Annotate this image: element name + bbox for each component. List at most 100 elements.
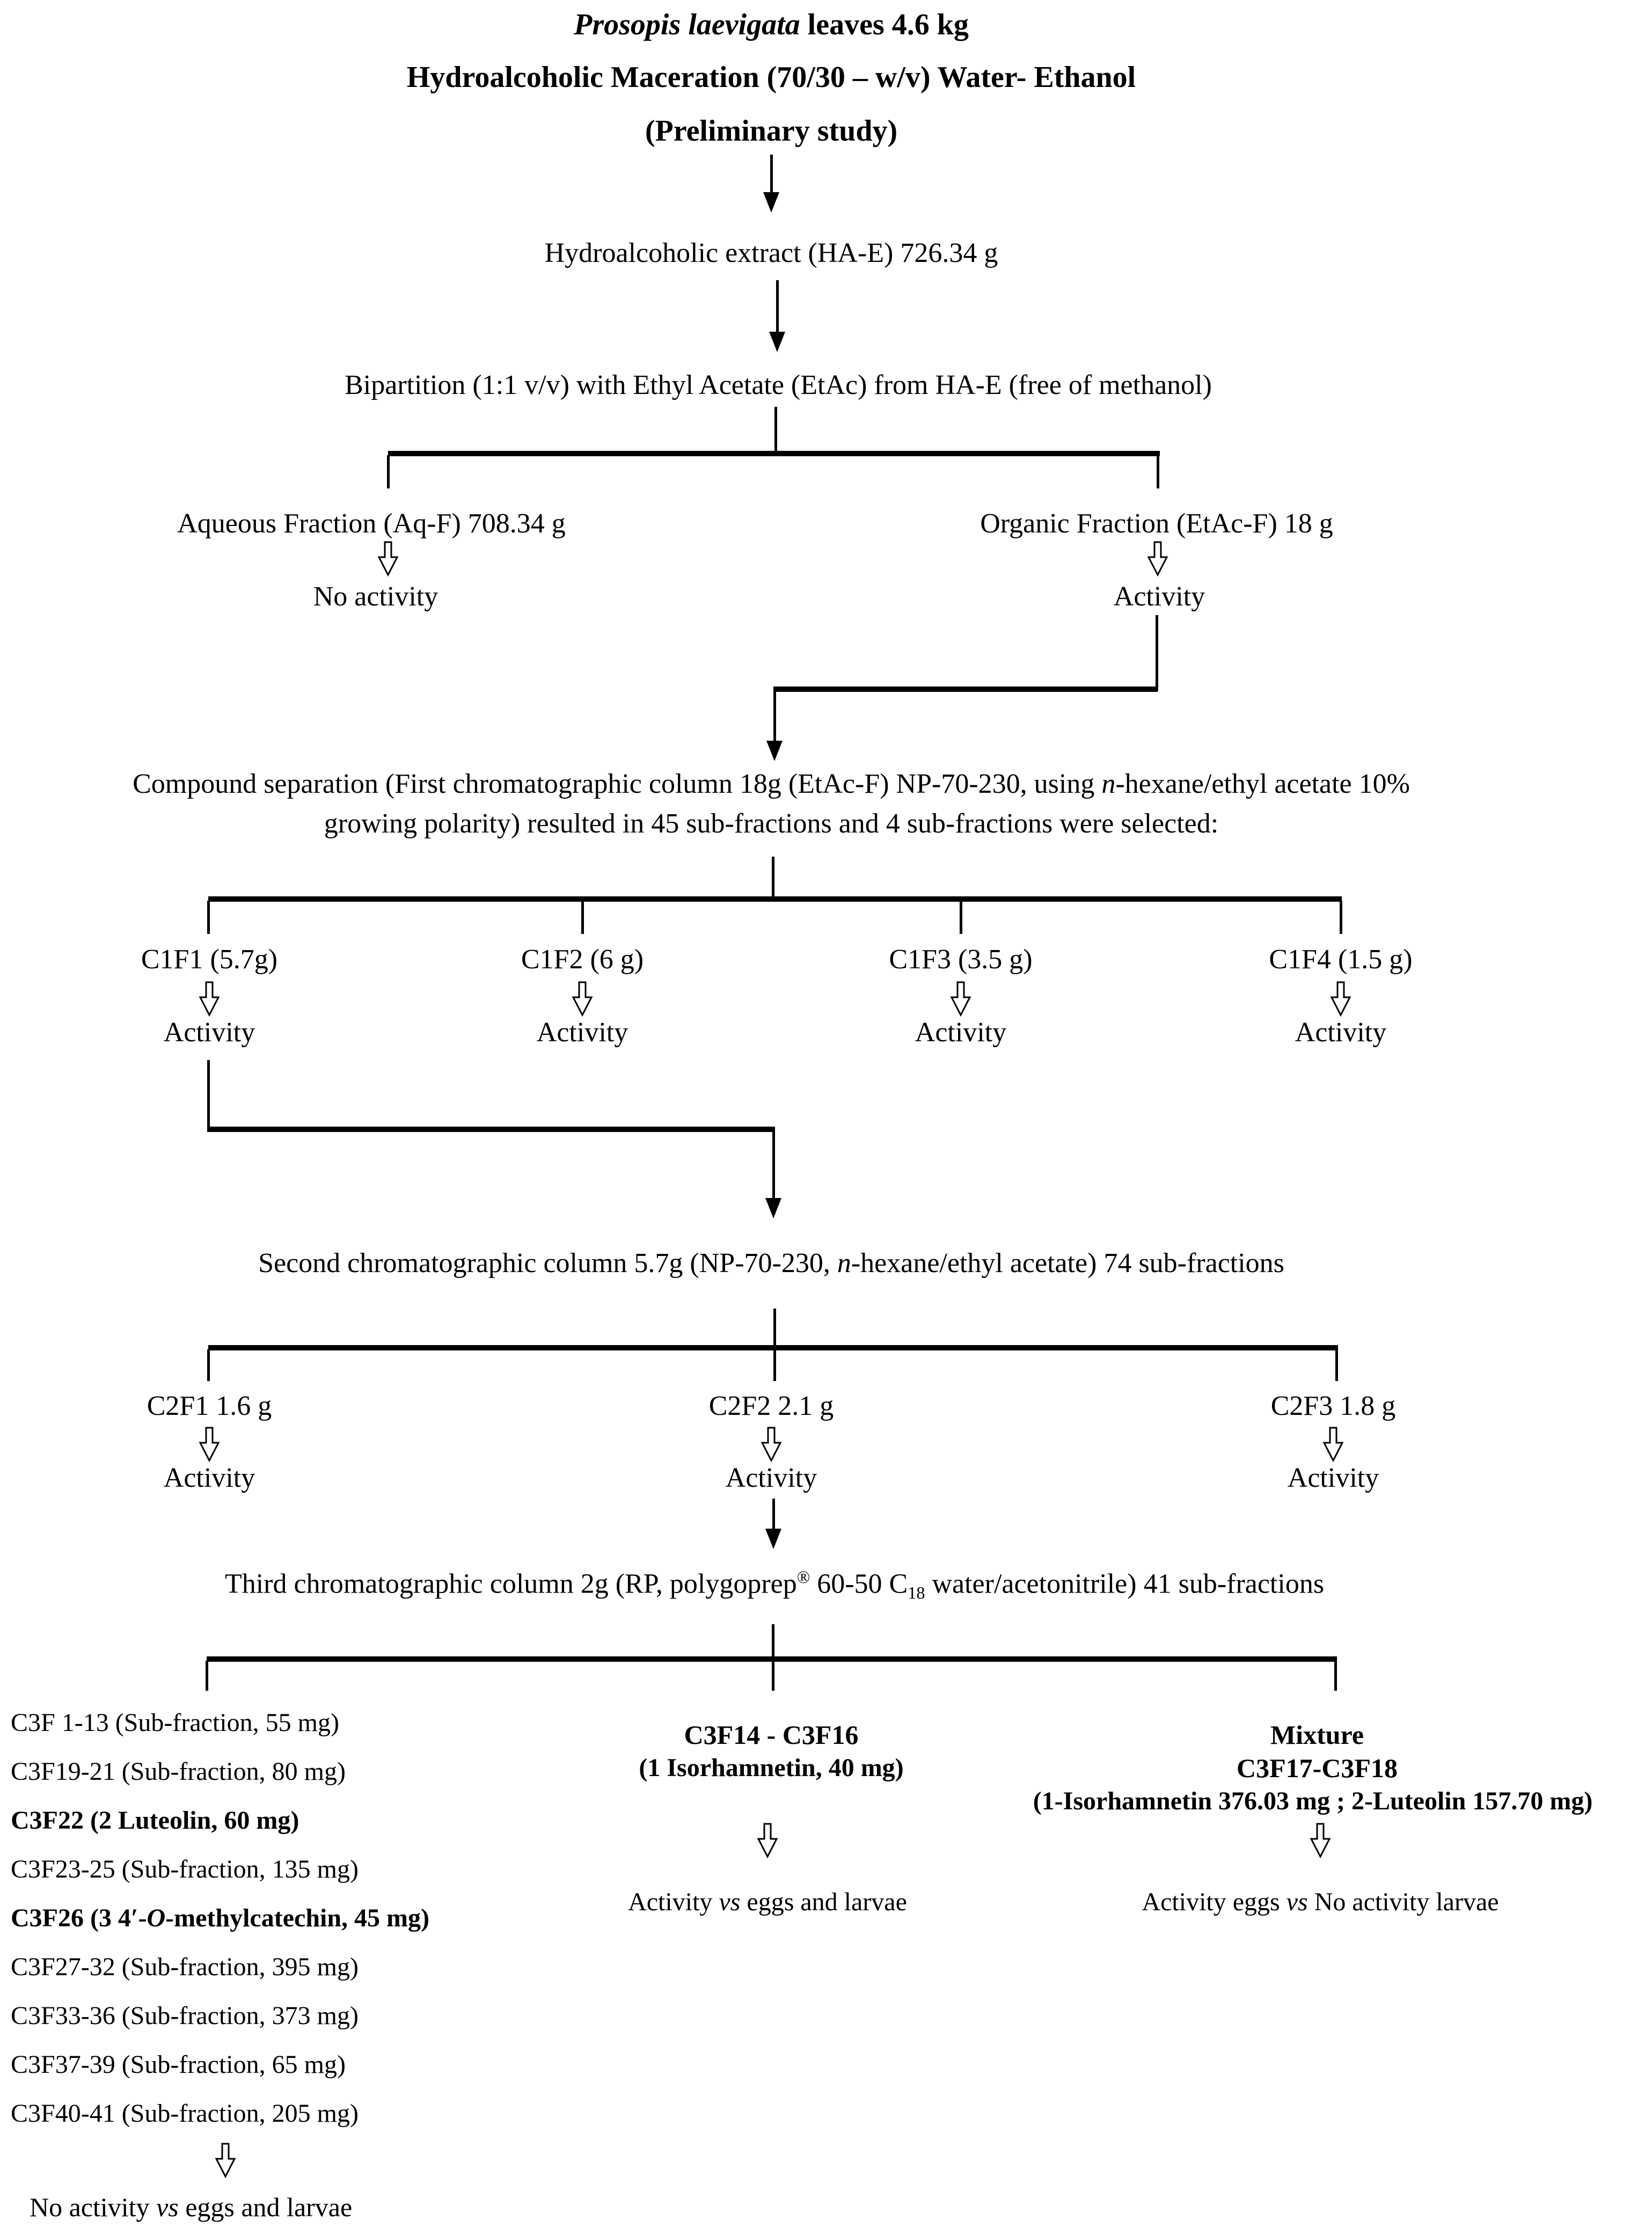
split-column3-stub: [772, 1624, 774, 1660]
title-line-1-rest: leaves 4.6 kg: [800, 8, 969, 41]
middle-result-vs-italic: vs: [719, 1888, 741, 1916]
list-item: C3F19-21 (Sub-fraction, 80 mg): [11, 1759, 429, 1785]
list-item-text: C3F40-41 (Sub-fraction, 205 mg): [11, 2099, 359, 2128]
split-column1-drop-1: [207, 901, 210, 934]
split-bipartition-left-drop: [387, 455, 390, 488]
result-arrow-aqueous-icon: [377, 541, 399, 576]
split-bipartition-stub: [774, 407, 777, 454]
connector-c1f1-across: [207, 1127, 775, 1132]
result-arrow-organic-icon: [1147, 541, 1168, 576]
title-line-2: Hydroalcoholic Maceration (70/30 – w/v) …: [406, 61, 1136, 94]
split-column1-stub: [772, 857, 774, 900]
column1-desc-post: -hexane/ethyl acetate 10% growing polari…: [324, 769, 1410, 839]
fraction-label-c2f1: C2F1 1.6 g: [147, 1391, 272, 1421]
left-result-post: eggs and larvae: [178, 2192, 353, 2222]
split-column2-drop-1: [207, 1349, 210, 1381]
split-column3-drop-2: [772, 1661, 774, 1691]
arrow-c2f2-to-column3-line: [772, 1499, 775, 1532]
split-column1-drop-4: [1340, 901, 1342, 934]
subfraction-list: C3F 1-13 (Sub-fraction, 55 mg) C3F19-21 …: [11, 1710, 429, 2150]
result-label-c1f4: Activity: [1295, 1017, 1387, 1048]
connector-organic-down: [1156, 615, 1158, 691]
result-arrow-right-icon: [1310, 1823, 1331, 1858]
right-result-post: No activity larvae: [1307, 1888, 1499, 1916]
connector-c1f1-head: [765, 1198, 781, 1218]
left-result-pre: No activity: [30, 2192, 157, 2222]
column3-desc-pre: Third chromatographic column 2g (RP, pol…: [224, 1568, 797, 1599]
fraction-label-c2f3: C2F3 1.8 g: [1270, 1391, 1396, 1421]
result-arrow-c2f1-icon: [199, 1427, 220, 1462]
right-result: Activity eggs vs No activity larvae: [1142, 1887, 1499, 1917]
right-result-pre: Activity eggs: [1142, 1888, 1286, 1916]
arrow-c2f2-to-column3-head: [765, 1529, 781, 1549]
list-item-text: C3F26 (3 4′-: [11, 1904, 147, 1932]
result-arrow-c1f3-icon: [950, 981, 971, 1017]
split-column3-bar: [207, 1656, 1337, 1662]
split-column1-drop-2: [581, 901, 584, 934]
result-label-c2f3: Activity: [1287, 1463, 1379, 1493]
list-item-text: C3F22 (2 Luteolin, 60 mg): [11, 1806, 299, 1835]
fraction-label-c1f1: C1F1 (5.7g): [141, 944, 278, 975]
connector-organic-drop: [773, 686, 776, 743]
title-line-1: Prosopis laevigata leaves 4.6 kg: [574, 8, 969, 42]
right-fraction-label-line1: Mixture: [1270, 1720, 1364, 1750]
fraction-label-c1f4: C1F4 (1.5 g): [1269, 944, 1413, 975]
arrow-maceration-to-extract-head: [763, 192, 779, 213]
list-item-text: C3F37-39 (Sub-fraction, 65 mg): [11, 2050, 346, 2079]
result-arrow-c1f1-icon: [199, 981, 220, 1017]
list-item: C3F22 (2 Luteolin, 60 mg): [11, 1808, 429, 1834]
result-arrow-c1f4-icon: [1330, 981, 1351, 1017]
connector-c1f1-drop: [772, 1127, 775, 1201]
list-item-rest: -methylcatechin, 45 mg): [165, 1904, 430, 1932]
fraction-label-c2f2: C2F2 2.1 g: [708, 1391, 834, 1421]
middle-fraction-label-line2: (1 Isorhamnetin, 40 mg): [639, 1754, 904, 1782]
split-column1-bar: [208, 896, 1342, 902]
fraction-label-c1f3: C1F3 (3.5 g): [889, 944, 1033, 975]
result-arrow-c2f2-icon: [761, 1427, 782, 1462]
species-name: Prosopis laevigata: [574, 8, 800, 41]
result-label-c2f1: Activity: [163, 1463, 255, 1493]
right-fraction-label-line2: C3F17-C3F18: [1237, 1753, 1398, 1783]
list-item: C3F33-36 (Sub-fraction, 373 mg): [11, 2003, 429, 2029]
list-item-text: C3F23-25 (Sub-fraction, 135 mg): [11, 1855, 359, 1883]
connector-organic-head: [766, 741, 783, 761]
column3-description: Third chromatographic column 2g (RP, pol…: [225, 1567, 1324, 1603]
result-arrow-c2f3-icon: [1322, 1427, 1344, 1462]
column2-description: Second chromatographic column 5.7g (NP-7…: [258, 1247, 1284, 1280]
bipartition-label: Bipartition (1:1 v/v) with Ethyl Acetate…: [345, 370, 1212, 400]
result-arrow-left-list-icon: [215, 2143, 236, 2178]
middle-result-post: eggs and larvae: [740, 1888, 907, 1916]
title-line-3: (Preliminary study): [645, 114, 898, 148]
column1-desc-n-italic: n: [1101, 769, 1116, 799]
registered-trademark-symbol: ®: [796, 1567, 810, 1587]
list-item: C3F27-32 (Sub-fraction, 395 mg): [11, 1954, 429, 1980]
list-item: C3F26 (3 4′-O-methylcatechin, 45 mg): [11, 1905, 429, 1931]
list-item-text: C3F19-21 (Sub-fraction, 80 mg): [11, 1757, 346, 1786]
middle-result: Activity vs eggs and larvae: [628, 1887, 907, 1917]
aqueous-result-label: No activity: [313, 581, 438, 612]
column2-desc-post: -hexane/ethyl acetate) 74 sub-fractions: [851, 1248, 1284, 1279]
list-item: C3F23-25 (Sub-fraction, 135 mg): [11, 1857, 429, 1882]
result-label-c1f3: Activity: [915, 1017, 1007, 1048]
list-item: C3F 1-13 (Sub-fraction, 55 mg): [11, 1710, 429, 1736]
split-bipartition-bar: [388, 451, 1160, 456]
split-column3-drop-3: [1334, 1661, 1337, 1691]
aqueous-fraction-label: Aqueous Fraction (Aq-F) 708.34 g: [177, 508, 566, 539]
right-result-vs-italic: vs: [1286, 1888, 1308, 1916]
split-column2-stub: [773, 1309, 776, 1349]
split-column3-drop-1: [206, 1661, 208, 1691]
left-result-vs-italic: vs: [156, 2192, 179, 2222]
split-bipartition-right-drop: [1157, 455, 1159, 488]
list-item-text: C3F27-32 (Sub-fraction, 395 mg): [11, 1953, 359, 1981]
middle-result-pre: Activity: [628, 1888, 719, 1916]
organic-result-label: Activity: [1113, 581, 1205, 612]
result-arrow-c1f2-icon: [572, 981, 593, 1017]
split-column2-drop-3: [1335, 1349, 1338, 1381]
middle-fraction-label-line1: C3F14 - C3F16: [684, 1720, 859, 1750]
result-arrow-middle-icon: [757, 1823, 778, 1858]
column3-desc-mid: 60-50 C: [810, 1568, 908, 1599]
result-label-c2f2: Activity: [725, 1463, 817, 1493]
list-item-italic: O: [147, 1904, 166, 1932]
column3-desc-post: water/acetonitrile) 41 sub-fractions: [925, 1568, 1325, 1599]
